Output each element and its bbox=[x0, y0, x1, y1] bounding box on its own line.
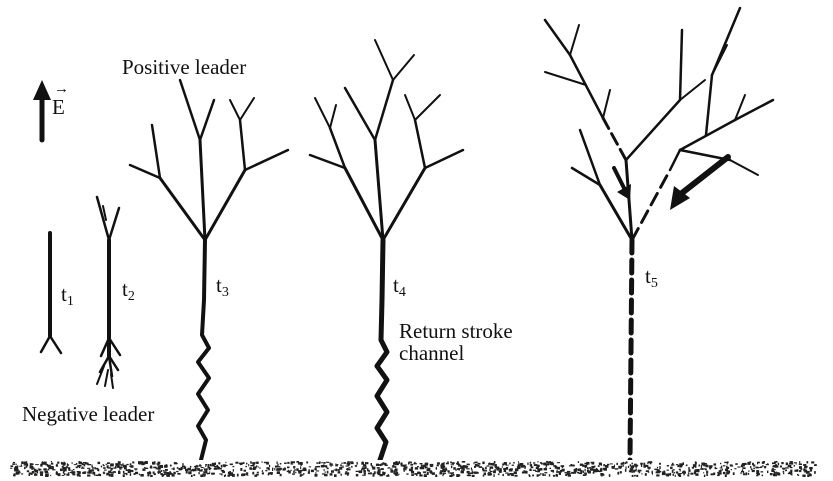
ground-strip bbox=[10, 460, 818, 478]
field-vector-arrow: → bbox=[54, 81, 69, 97]
leader-stage-t3 bbox=[128, 78, 290, 462]
downward-arrow-small bbox=[612, 166, 631, 200]
positive-leader-label: Positive leader bbox=[122, 55, 247, 79]
time-label-t4: t4 bbox=[393, 273, 406, 300]
return-stroke-line-2: channel bbox=[399, 341, 465, 366]
electric-field-arrow bbox=[33, 80, 51, 143]
return-stroke-line-1: Return stroke bbox=[399, 319, 513, 343]
time-label-t5: t5 bbox=[645, 264, 658, 291]
field-symbol: E bbox=[52, 95, 65, 119]
negative-leader-label: Negative leader bbox=[22, 402, 155, 426]
leader-stage-t2 bbox=[95, 195, 122, 389]
return-stroke-channel-label: Return stroke channel bbox=[399, 320, 513, 364]
leader-stage-t4 bbox=[308, 39, 465, 463]
time-label-t3: t3 bbox=[216, 273, 229, 300]
leader-stage-t1 bbox=[39, 231, 63, 355]
time-label-t1: t1 bbox=[61, 282, 74, 309]
electric-field-label: → E bbox=[52, 81, 69, 119]
time-label-t2: t2 bbox=[122, 277, 135, 304]
leader-stage-t5 bbox=[543, 6, 775, 463]
downward-arrow-large bbox=[670, 154, 731, 210]
